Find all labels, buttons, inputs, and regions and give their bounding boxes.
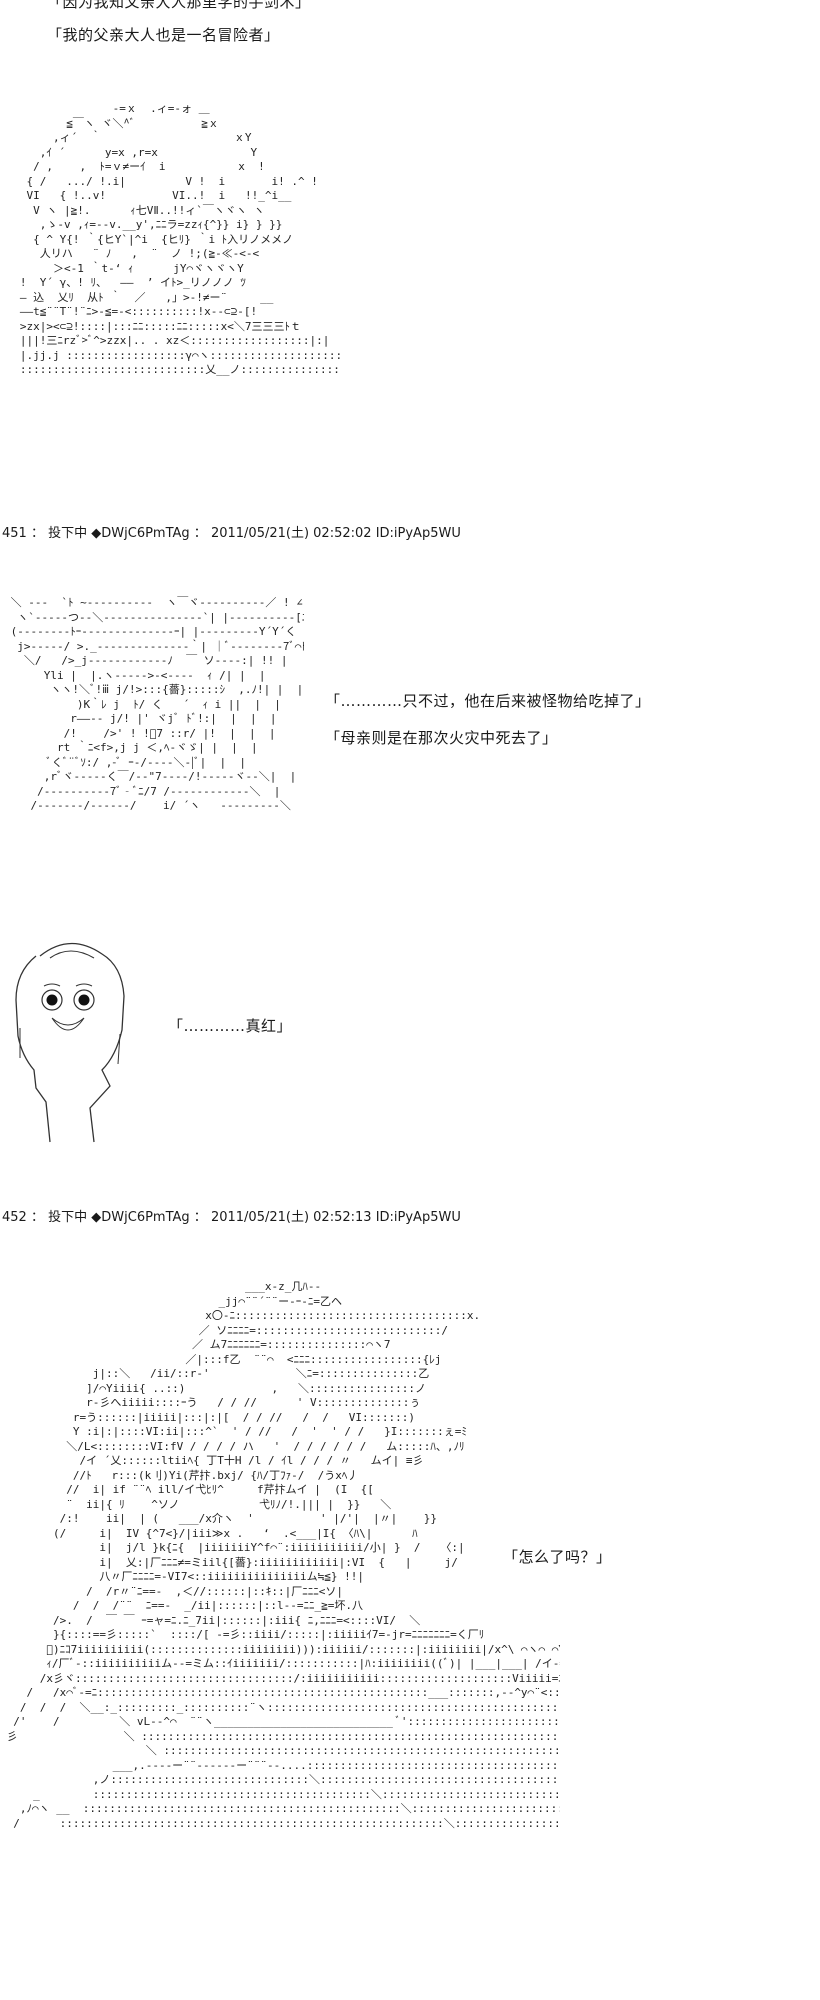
small-face-art	[10, 938, 130, 1148]
ascii-art-large: ___x‐z_几ﾊ-- _jj⌒¨¨´¨¨ー‐ｰ‐ﾆ=乙ヘ x〇‐ﾆ::::::…	[6, 1280, 560, 1830]
dialog-line: 「母亲则是在那次火灾中死去了」	[325, 729, 558, 747]
dialog-line: 「怎么了吗？」	[503, 1548, 612, 1566]
post-date: 2011/05/21(土) 02:52:02	[210, 526, 372, 541]
trip-code: ◆DWjC6PmTAg	[91, 526, 190, 541]
dialog-line: 「因为我知父亲大人那里学的手剑术」	[47, 0, 311, 11]
ascii-art-character: ＼ --- `ﾄ ~---------- ヽ￣ヾ----------／ ! ∠ …	[10, 596, 304, 812]
post-number: 451	[2, 526, 27, 541]
separator: ：	[189, 526, 207, 541]
dialog-line: 「我的父亲大人也是一名冒险者」	[47, 26, 280, 44]
post-id: ID:iPyAp5WU	[375, 1210, 461, 1225]
trip-code: ◆DWjC6PmTAg	[91, 1210, 190, 1225]
poster-name: 投下中	[48, 1210, 88, 1225]
separator: ：	[189, 1210, 207, 1225]
post-header-452: 452 ： 投下中 ◆DWjC6PmTAg ： 2011/05/21(土) 02…	[2, 1206, 461, 1225]
face-drawing	[15, 942, 125, 1143]
post-date: 2011/05/21(土) 02:52:13	[210, 1210, 372, 1225]
post-number: 452	[2, 1210, 27, 1225]
post-id: ID:iPyAp5WU	[375, 526, 461, 541]
separator: ：	[26, 526, 44, 541]
dialog-line: 「…………真红」	[168, 1017, 293, 1035]
ascii-art-girl: ‐=ｘ .ィ=‐ォ ＿ ≦￣ヽ ヾ＼^ﾞ ≧ｘ ,ィ´ ｀ ｘY ,ｲ ´ y=…	[19, 102, 340, 376]
dialog-line: 「…………只不过，他在后来被怪物给吃掉了」	[325, 692, 651, 710]
poster-name: 投下中	[48, 526, 88, 541]
post-header-451: 451 ： 投下中 ◆DWjC6PmTAg ： 2011/05/21(土) 02…	[2, 522, 461, 541]
separator: ：	[26, 1210, 44, 1225]
